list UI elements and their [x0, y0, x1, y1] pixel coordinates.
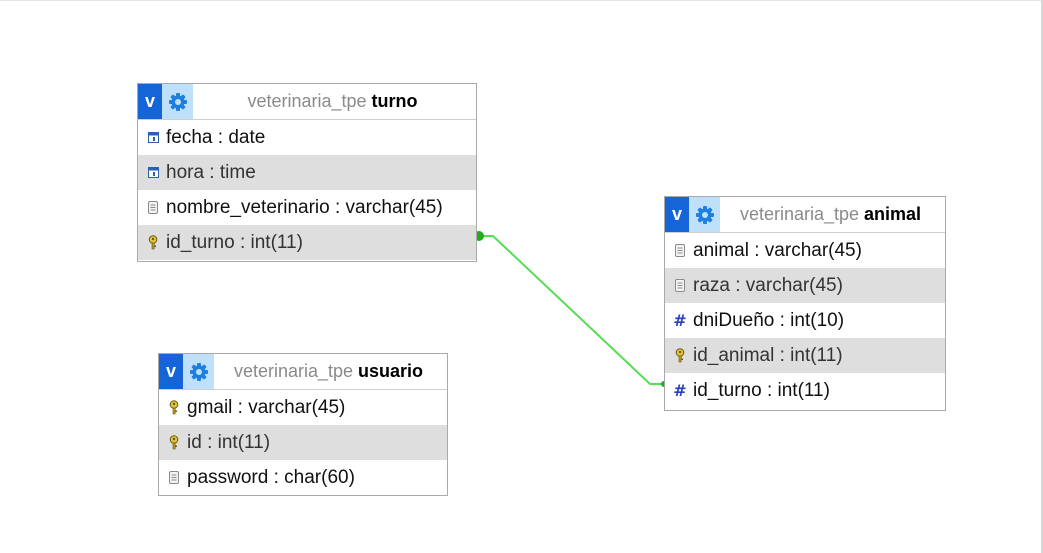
- text-icon: [167, 469, 181, 487]
- gear-icon: [695, 205, 714, 224]
- database-name: veterinaria_tpe: [247, 91, 367, 111]
- column-label: id_turno : int(11): [693, 379, 830, 401]
- text-icon: [673, 242, 687, 260]
- column-row[interactable]: password : char(60): [159, 460, 447, 495]
- column-label: hora : time: [166, 161, 256, 183]
- table-options-button[interactable]: [183, 354, 214, 389]
- gear-icon: [168, 92, 187, 111]
- column-label: password : char(60): [187, 466, 355, 488]
- table-title: veterinaria_tpe usuario: [214, 361, 447, 382]
- date-icon: [146, 129, 160, 147]
- column-row[interactable]: fecha : date: [138, 120, 476, 155]
- numeric-icon: #: [673, 311, 687, 330]
- key-icon: [146, 234, 160, 252]
- column-row[interactable]: gmail : varchar(45): [159, 390, 447, 425]
- table-name: usuario: [358, 361, 424, 381]
- column-label: gmail : varchar(45): [187, 396, 346, 418]
- column-row[interactable]: # dniDueño : int(10): [665, 303, 945, 338]
- column-label: id : int(11): [187, 431, 271, 453]
- table-header[interactable]: v veterinaria_tpe turno: [138, 84, 476, 120]
- table-options-button[interactable]: [689, 197, 720, 232]
- column-row[interactable]: # id_turno : int(11): [665, 373, 945, 408]
- key-icon: [673, 347, 687, 365]
- gear-icon: [189, 362, 208, 381]
- column-label: animal : varchar(45): [693, 239, 862, 261]
- date-icon: [146, 164, 160, 182]
- table-turno[interactable]: v veterinaria_tpe turno fecha : date hor…: [137, 83, 477, 262]
- table-name: turno: [371, 91, 418, 111]
- column-row[interactable]: nombre_veterinario : varchar(45): [138, 190, 476, 225]
- column-row[interactable]: id : int(11): [159, 425, 447, 460]
- text-icon: [673, 277, 687, 295]
- numeric-icon: #: [673, 381, 687, 400]
- table-usuario[interactable]: v veterinaria_tpe usuario gmail : varcha…: [158, 353, 448, 496]
- table-options-button[interactable]: [162, 84, 193, 119]
- database-name: veterinaria_tpe: [233, 361, 354, 381]
- column-row[interactable]: hora : time: [138, 155, 476, 190]
- column-label: fecha : date: [166, 126, 266, 148]
- table-animal[interactable]: v veterinaria_tpe animal animal : varcha…: [664, 196, 946, 411]
- table-header[interactable]: v veterinaria_tpe animal: [665, 197, 945, 233]
- column-row[interactable]: raza : varchar(45): [665, 268, 945, 303]
- table-title: veterinaria_tpe animal: [720, 204, 945, 225]
- text-icon: [146, 199, 160, 217]
- table-header[interactable]: v veterinaria_tpe usuario: [159, 354, 447, 390]
- table-title: veterinaria_tpe turno: [193, 91, 476, 112]
- column-label: id_turno : int(11): [166, 231, 303, 253]
- toggle-columns-button[interactable]: v: [159, 354, 183, 389]
- toggle-columns-button[interactable]: v: [138, 84, 162, 119]
- key-icon: [167, 399, 181, 417]
- column-label: dniDueño : int(10): [693, 309, 845, 331]
- column-label: nombre_veterinario : varchar(45): [166, 196, 443, 218]
- column-row[interactable]: id_animal : int(11): [665, 338, 945, 373]
- column-row[interactable]: animal : varchar(45): [665, 233, 945, 268]
- column-row[interactable]: id_turno : int(11): [138, 225, 476, 260]
- database-name: veterinaria_tpe: [739, 204, 860, 224]
- key-icon: [167, 434, 181, 452]
- column-label: raza : varchar(45): [693, 274, 843, 296]
- table-name: animal: [864, 204, 922, 224]
- column-label: id_animal : int(11): [693, 344, 843, 366]
- toggle-columns-button[interactable]: v: [665, 197, 689, 232]
